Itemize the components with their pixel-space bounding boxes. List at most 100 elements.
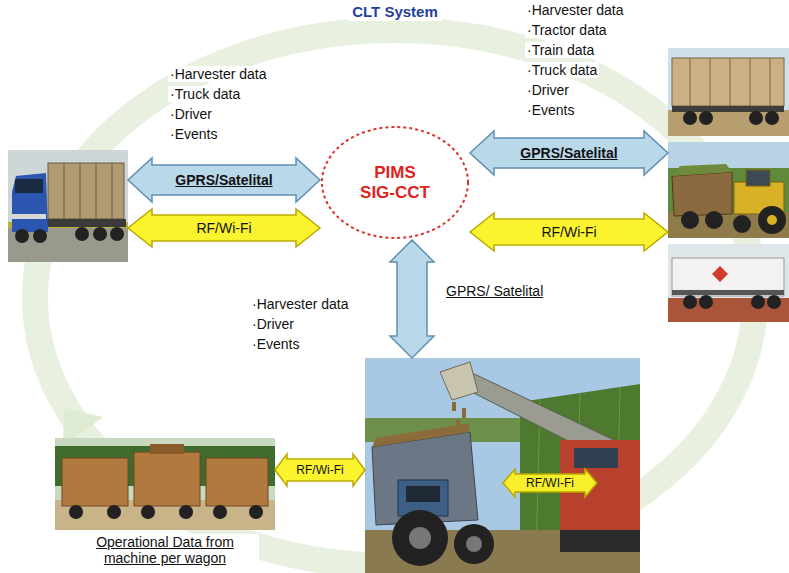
truck-photo-art-part <box>80 163 81 219</box>
tractor-photo-art-part <box>668 142 789 238</box>
data-item: ·Events <box>525 102 576 118</box>
truck-photo-art-part <box>110 227 124 241</box>
data-item: ·Train data <box>525 42 596 58</box>
gprs-arrow <box>470 131 668 175</box>
trailer-photo-art-part <box>710 58 711 106</box>
trailer-photo-art-part <box>672 58 784 106</box>
gprs-arrow <box>128 158 320 202</box>
truck-photo-art-part <box>93 227 107 241</box>
truck-photo-art-part <box>96 163 97 219</box>
wagon-photo-art-part <box>179 505 193 519</box>
truck-photo-art-part <box>46 219 126 227</box>
data-item: ·Driver <box>168 106 214 122</box>
wagon-photo: Operational Data from machine per wagon <box>55 438 275 530</box>
wagon-photo-art-part <box>150 444 184 454</box>
tractor-photo-art-part <box>681 211 699 229</box>
wagon-photo-art-part <box>107 505 121 519</box>
ellipse-outline <box>322 127 468 238</box>
tanker-photo-art-part <box>668 244 789 322</box>
link-label: GPRS/Satelital <box>520 145 617 162</box>
harvester-photo-art-part <box>466 536 482 552</box>
harvester-photo-art-part <box>462 408 466 418</box>
harvester-photo-art-part <box>409 527 431 549</box>
trailer-photo-art-part <box>730 58 731 106</box>
tractor-photo-art-part <box>672 172 732 216</box>
tanker-photo-art-part <box>751 295 765 309</box>
truck-photo-art-part <box>64 163 65 219</box>
data-item: ·Events <box>250 336 301 352</box>
rf-label: RF/WI-Fi <box>526 476 574 491</box>
tractor-photo-art-part <box>767 215 777 225</box>
gprs-arrow <box>390 240 434 358</box>
tanker-photo-art-part <box>672 258 784 296</box>
wagon-photo-art-part <box>55 438 275 530</box>
wagon-photo-art-part <box>249 505 263 519</box>
data-item: ·Driver <box>250 316 296 332</box>
truck-photo-art <box>8 150 128 262</box>
truck-photo-art-part <box>75 227 89 241</box>
tanker-photo-art <box>668 244 789 322</box>
data-item: ·Tractor data <box>525 22 609 38</box>
tractor-photo-art-part <box>733 215 751 233</box>
truck-photo-art-part <box>15 179 43 193</box>
wagon-photo-art-part <box>69 505 83 519</box>
tractor-photo-art-part <box>746 170 770 186</box>
tractor-photo-art-part <box>668 168 789 238</box>
rf-arrow <box>128 209 320 247</box>
harvester-photo-art-part <box>466 424 469 432</box>
trailer-photo-art-part <box>770 58 771 106</box>
data-item: ·Truck data <box>168 86 242 102</box>
fleet-photos: ·Harvester data·Tractor data·Train data·… <box>668 48 789 322</box>
tanker-photo-art-part <box>767 295 781 309</box>
truck-photo-art-part <box>12 173 48 232</box>
cycle-ring-part <box>35 30 755 566</box>
cycle-ring <box>35 30 755 566</box>
tractor-photo-art-part <box>758 206 786 234</box>
data-item: ·Harvester data <box>168 66 268 82</box>
tanker-photo-art-part <box>672 290 784 295</box>
diagram-title: CLT System <box>348 3 442 21</box>
data-item: ·Driver <box>525 82 571 98</box>
server-ellipse: PIMS SIG-CCT <box>320 125 470 240</box>
truck-photo: ·Harvester data·Truck data·Driver·Events <box>8 150 128 262</box>
tractor-photo-art <box>668 142 789 238</box>
truck-photo-art-part <box>15 229 29 243</box>
trailer-photo-art-part <box>765 111 779 125</box>
harvester-photo-art-part <box>560 530 640 552</box>
trailer-photo-art-part <box>672 106 784 112</box>
tractor-photo-art-part <box>705 211 723 229</box>
wagon-photo-art-part <box>141 505 155 519</box>
node-title: PIMS SIG-CCT <box>358 163 432 203</box>
wagon-photo-art-part <box>62 458 128 506</box>
wagon-photo-art <box>55 438 275 530</box>
trailer-photo-art-part <box>668 48 789 136</box>
trailer-photo-art <box>668 48 789 136</box>
rf-arrow <box>470 213 668 251</box>
harvester-photo-art-part <box>392 510 448 566</box>
trailer-photo-art-part <box>668 110 789 136</box>
data-item: ·Harvester data <box>250 296 350 312</box>
trailer-photo-art-part <box>750 58 751 106</box>
truck-photo-art-part <box>8 228 128 262</box>
harvester-photo-art-part <box>574 448 618 468</box>
tanker-photo-art-part <box>712 266 728 282</box>
data-item: ·Events <box>168 126 219 142</box>
link-label: RF/Wi-Fi <box>196 220 251 237</box>
tanker-photo-art-part <box>683 295 697 309</box>
harvester-photo: ·Harvester data·Driver·Events <box>365 358 640 573</box>
harvester-photo-art-part <box>406 486 440 502</box>
harvester-photo-art-part <box>503 469 597 497</box>
truck-photo-art-part <box>12 214 46 219</box>
rf-arrow <box>275 454 365 486</box>
trailer-photo-art-part <box>749 111 763 125</box>
trailer-photo-art-part <box>683 111 697 125</box>
harvester-photo-art-part <box>452 402 456 411</box>
link-label: RF/Wi-Fi <box>296 463 343 478</box>
harvester-photo-art-part <box>365 358 640 573</box>
photo-caption: Operational Data from machine per wagon <box>71 534 259 566</box>
harvester-photo-art-part <box>456 420 460 429</box>
harvester-photo-art-part <box>454 524 494 564</box>
